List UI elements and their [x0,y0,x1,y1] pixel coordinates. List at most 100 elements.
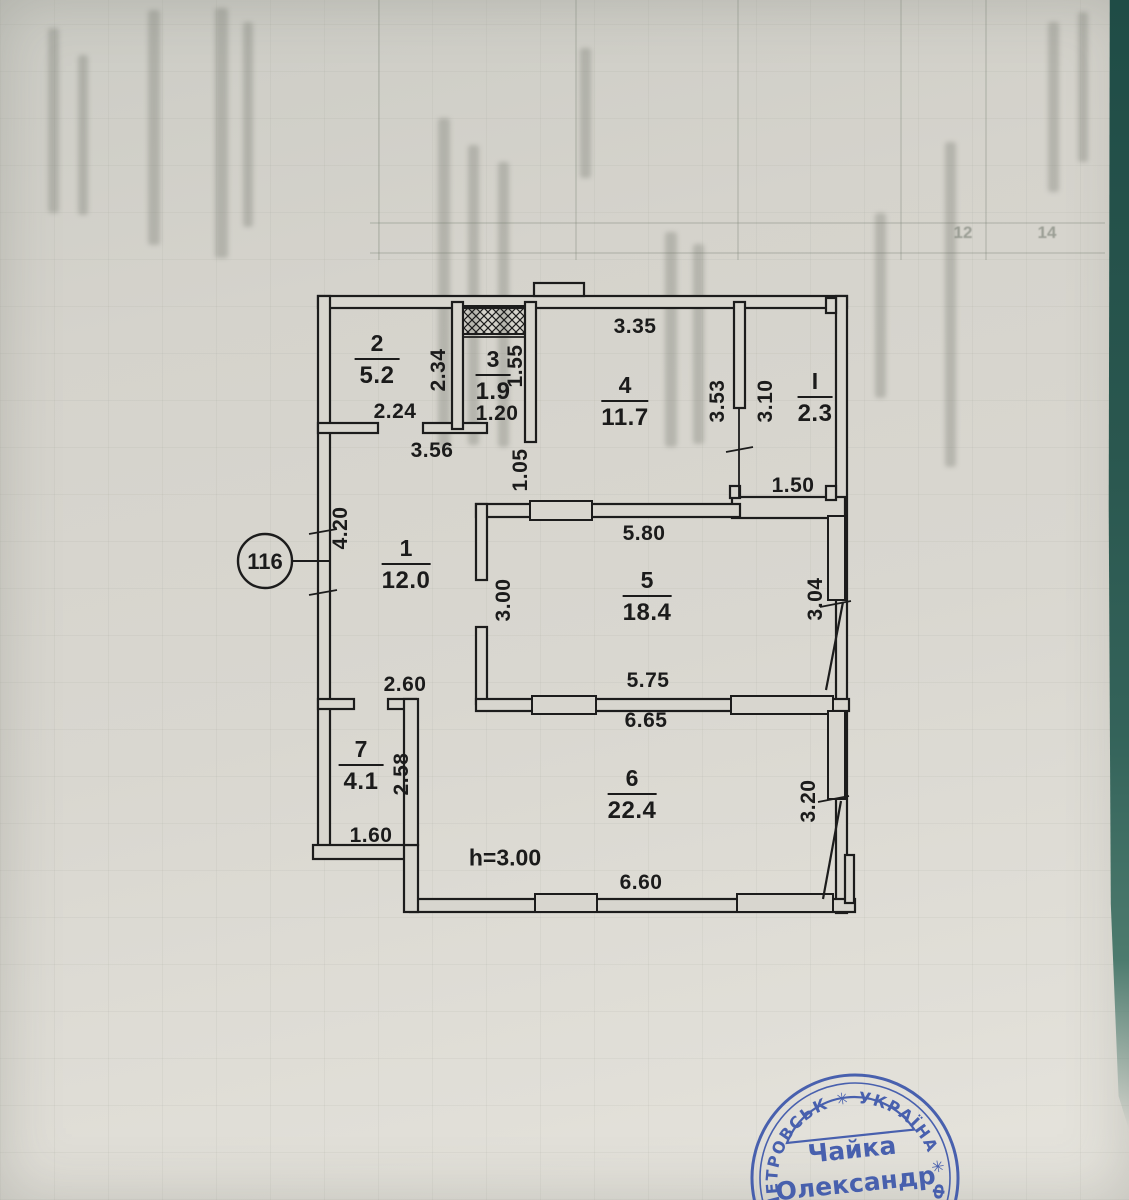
room-area: 5.2 [359,362,395,389]
wall-corner-post [824,296,838,315]
room-number: 6 [607,765,657,795]
wall-segment [728,484,742,500]
dim-room6-right: 3.20 [797,779,820,823]
dim-room7-right: 2.58 [390,752,413,796]
stamp-outer-ring [750,1073,960,1200]
wall-segment [532,281,586,298]
ghost-text-column [665,232,677,447]
window-blocks [529,500,846,913]
window-block [827,515,846,601]
stamp-name-line2: Олександр [774,1161,937,1200]
thin-lines [292,336,852,900]
room-number: 2 [354,330,400,360]
wall-segment [843,853,856,905]
wall-segment [402,697,420,847]
room-area: 11.7 [601,404,649,431]
wall-segment [732,300,747,410]
dim-room4-top: 3.35 [613,315,657,338]
dim-room3-right: 1.55 [504,344,527,388]
unit-number: 116 [247,549,283,574]
tick-mark [308,589,338,596]
room-number: 4 [601,372,649,402]
dim-loggia-width: 1.50 [771,474,815,497]
dim-hall-top: 3.56 [410,439,454,462]
room-6-label: 6 22.4 [607,765,657,825]
vent-shaft-hatch [462,305,526,335]
stamp-inner-ring [759,1082,951,1200]
dim-room2-right: 2.34 [427,348,450,392]
wall-segment [402,843,420,914]
ghost-row-number: 12 [953,223,973,242]
ghost-text-column [148,10,160,245]
tick-mark [308,528,338,535]
ghost-text-column [1048,22,1059,192]
wall-segment [316,294,849,310]
ghost-text-column [580,48,591,178]
dim-room4-door: 1.05 [509,448,532,492]
stamp-dome-emblem [785,1095,917,1145]
room-area: 22.4 [607,797,657,824]
stamp-name-line1: Чайка [807,1131,898,1169]
room-number: 5 [622,567,672,597]
dim-room5-left: 3.00 [492,578,515,622]
dim-hall-bottom: 2.60 [383,673,427,696]
room-5-label: 5 18.4 [622,567,672,627]
window-block [730,695,834,715]
tick-mark [817,795,850,803]
dim-room6-top: 6.65 [624,709,668,732]
wall-segment [316,697,356,711]
ghost-text-column [875,213,886,398]
room-1-label: 1 12.0 [381,535,431,595]
room-area: 4.1 [343,768,379,795]
ghost-text-column [438,118,450,448]
window-block [534,893,598,913]
wall-segment [523,300,538,444]
door-swing-line [824,601,845,691]
dim-room7-bottom: 1.60 [349,824,393,847]
ceiling-height-note: h=3.00 [468,844,542,871]
dim-hall-left: 4.20 [329,506,352,550]
room-3-label: 3 1.9 [475,346,511,406]
room-number: 7 [338,736,384,766]
notary-stamp: ПЕТРОВСЬК ✳ УКРАЇНА ✳ ФІЗИЧНА ОС Чайка О… [746,1062,960,1200]
room-I-label: I 2.3 [797,368,833,428]
window-block [529,500,593,521]
window-block [736,893,834,913]
wall-segment [474,625,489,706]
dim-room5-bottom: 5.75 [626,669,670,692]
window-block [827,710,846,800]
wall-segment [316,294,332,860]
dim-room6-bottom: 6.60 [619,871,663,894]
dim-room4-left: 3.53 [706,379,729,423]
photo-edge-teal-strip [1108,0,1129,1130]
room-7-label: 7 4.1 [338,736,384,796]
tick-mark [819,600,852,608]
room-area: 12.0 [381,567,431,594]
wall-segment [474,502,742,519]
wall-segment [450,300,465,431]
wall-segment [316,421,380,435]
dim-room2-width: 2.24 [373,400,417,423]
ghost-row-number: 14 [1037,223,1057,242]
ghost-text-column [243,22,253,227]
room-number: I [797,368,833,398]
ghost-text-column [48,28,59,213]
room-area: 2.3 [797,400,833,427]
tick-mark [725,446,754,453]
window-block [531,695,597,715]
room-number: 1 [381,535,431,565]
dim-room5-right: 3.04 [804,577,827,621]
wall-corner-post [824,484,838,502]
wall-segment [474,502,489,582]
ghost-text-column [693,244,704,444]
room-4-label: 4 11.7 [601,372,649,432]
room-area: 18.4 [622,599,672,626]
door-swing-line [821,800,843,900]
dim-room4-right: 3.10 [754,379,777,423]
ghost-text-column [215,8,228,258]
unit-number-circle [236,532,294,590]
ghost-text-column [1078,12,1088,162]
dim-room3-width: 1.20 [475,402,519,425]
